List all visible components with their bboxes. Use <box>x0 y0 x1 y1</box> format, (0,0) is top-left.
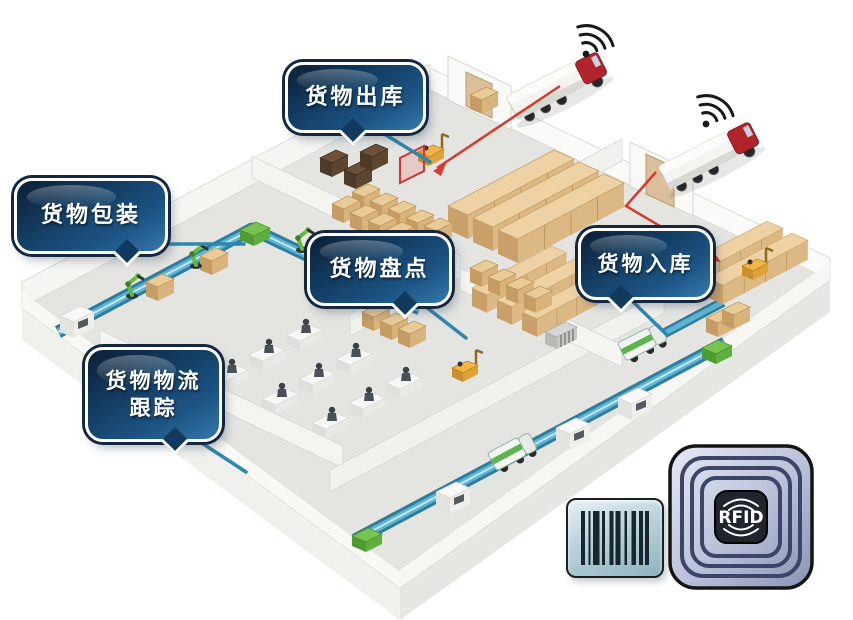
callout-packaging-label: 货物包装 <box>40 203 141 229</box>
callout-outbound-label: 货物出库 <box>305 84 406 110</box>
rfid-label: RFID <box>718 508 763 528</box>
barcode-icon <box>566 498 664 578</box>
callout-packaging: 货物包装 <box>14 178 168 254</box>
conveyor-inbound-line <box>616 297 751 366</box>
callout-inbound-label: 货物入库 <box>597 251 694 276</box>
callout-inventory-label: 货物盘点 <box>329 256 430 282</box>
callout-inbound: 货物入库 <box>578 228 713 300</box>
rfid-tag-graphic: RFID <box>668 444 814 590</box>
antenna-coil-ring <box>700 476 782 558</box>
barcode-bars <box>581 511 649 565</box>
callout-tracking: 货物物流 跟踪 <box>85 347 222 442</box>
signal-arc-icon <box>723 528 759 537</box>
wifi-signal-icon <box>685 88 739 138</box>
signal-arc-icon <box>723 498 759 507</box>
callout-tracking-label-line2: 跟踪 <box>129 395 178 420</box>
outer-wall-front-right <box>400 280 830 620</box>
callout-tracking-label-line1: 货物物流 <box>105 369 202 394</box>
rfid-tag-icon: RFID <box>668 444 814 590</box>
conveyor-sorting-line <box>351 337 733 553</box>
antenna-coil-ring <box>690 466 792 568</box>
air-vent <box>544 321 578 349</box>
signal-arc-icon <box>728 524 754 531</box>
signal-arc-icon <box>728 504 754 511</box>
callout-inventory: 货物盘点 <box>307 233 452 306</box>
antenna-coil-ring <box>680 456 802 578</box>
callout-outbound: 货物出库 <box>285 62 426 133</box>
